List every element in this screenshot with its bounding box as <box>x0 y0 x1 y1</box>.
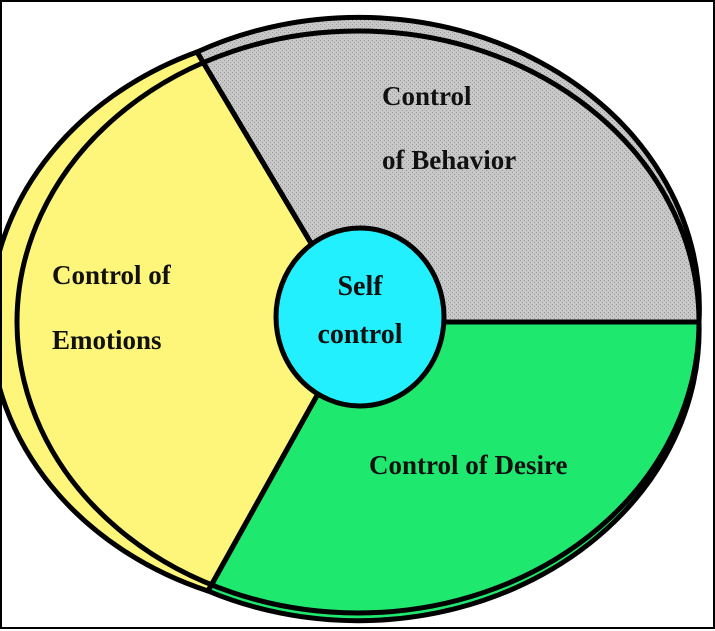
center-label-line2: control <box>317 319 402 350</box>
behavior-label-line1: Control <box>382 81 472 111</box>
center-label-line1: Self <box>337 271 383 302</box>
behavior-label-line2: of Behavior <box>382 145 516 175</box>
center-circle <box>273 225 447 409</box>
emotions-label-line2: Emotions <box>52 325 162 355</box>
emotions-label-line1: Control of <box>52 260 172 290</box>
desire-label: Control of Desire <box>369 450 567 480</box>
segment-emotions <box>2 49 361 594</box>
